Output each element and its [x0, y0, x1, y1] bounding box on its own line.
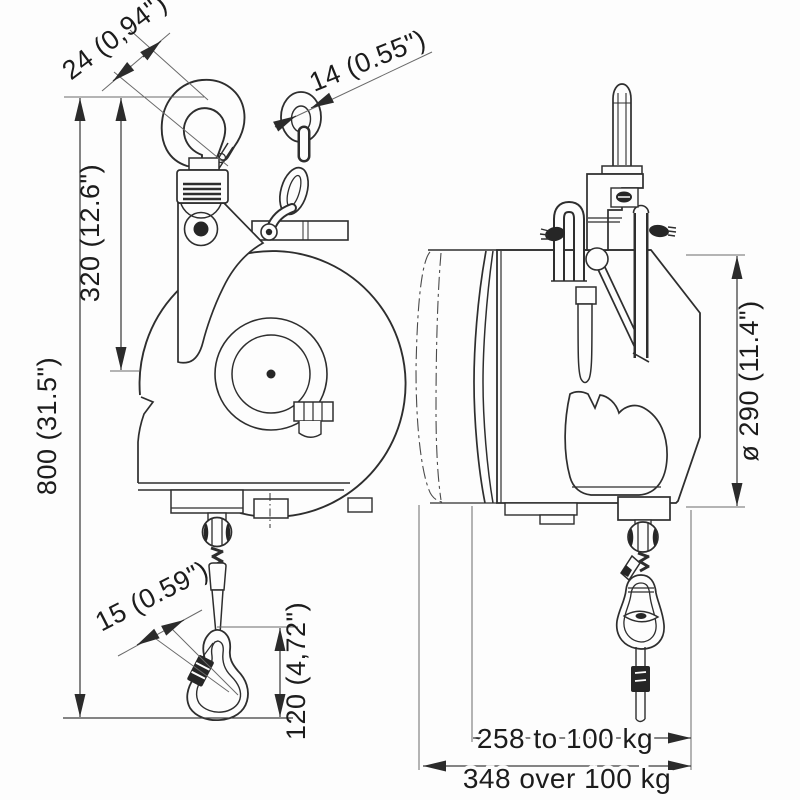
- deep-drum-phantom-inner: [435, 252, 442, 501]
- arrow-15-a: [136, 628, 160, 646]
- drum-hub-ring: [231, 334, 311, 414]
- drum-housing-circle: [138, 250, 407, 518]
- mounting-bracket: [539, 83, 677, 271]
- suspension-bracket-blade: [177, 202, 265, 364]
- ext-depth: [418, 505, 692, 770]
- twisted-cable: [210, 546, 224, 568]
- label-290: ø 290 (11.4"): [734, 300, 764, 461]
- outlet-boss: [253, 498, 289, 519]
- swivel-shade-left: [203, 523, 209, 542]
- swivel-shade-left-side: [628, 528, 634, 547]
- arrow-24-a: [112, 62, 135, 82]
- pin-washer: [601, 165, 643, 175]
- housing-bottom-edge: [138, 482, 350, 491]
- bracket-bolt: [193, 221, 209, 237]
- cable-guide-pouch: [564, 390, 668, 496]
- cable-swage: [208, 562, 227, 591]
- side-view: [415, 83, 701, 723]
- carabiner-gate: [201, 642, 214, 659]
- sleeve-threads: [191, 662, 210, 680]
- leader-15: [117, 609, 239, 696]
- label-320: 320 (12.6"): [75, 164, 105, 302]
- arrow-15-b: [161, 619, 185, 636]
- hook-collar: [188, 157, 220, 171]
- top-plate-seam: [302, 221, 309, 240]
- slot-cap: [575, 286, 597, 305]
- swivel-shade-right: [225, 523, 231, 542]
- swivel-band: [628, 587, 654, 593]
- swivel-bearing-core: [635, 613, 647, 619]
- swivel-eye-inner: [623, 582, 657, 643]
- label-14: 14 (0.55"): [305, 24, 430, 98]
- pawl: [298, 421, 322, 438]
- housing-left-edge: [137, 396, 155, 483]
- right-bolt: [649, 224, 669, 238]
- label-120: 120 (4,72"): [281, 602, 311, 740]
- outlet-block: [617, 496, 671, 521]
- twisted-link-side: [637, 551, 650, 573]
- ratchet-teeth: [303, 402, 323, 421]
- side-swivel-assembly: [615, 496, 671, 723]
- bottom-tab-wide: [504, 502, 578, 516]
- housing-foot: [170, 489, 244, 514]
- drum-inner-ring: [214, 317, 328, 431]
- label-348: 348 over 100 kg: [463, 763, 671, 794]
- right-bolt-threads: [667, 226, 677, 237]
- label-800: 800 (31.5"): [32, 357, 62, 495]
- leader-14: [283, 51, 433, 123]
- pin-detail: [613, 93, 631, 165]
- ext-diameter: [686, 254, 745, 508]
- drum-rim-front: [482, 250, 494, 504]
- ball-swivel: [201, 516, 233, 548]
- front-view: [137, 79, 407, 722]
- chain-bar-cut: [632, 352, 650, 363]
- side-chain: [551, 200, 650, 363]
- pivot-pin: [585, 247, 609, 271]
- chain-anchor-pin-center: [265, 228, 273, 236]
- right-tab: [347, 497, 373, 513]
- chain-diagonal-inner: [596, 261, 643, 352]
- latch-tab-shade: [621, 565, 632, 577]
- hook-block-knurl: [183, 182, 221, 201]
- arrow-14-a: [273, 115, 297, 132]
- chain-stirrup-inner: [555, 202, 583, 281]
- drum-rim-back: [473, 250, 487, 504]
- front-cable-assembly: [186, 512, 249, 722]
- bracket-flange-lines: [588, 217, 622, 223]
- cable-slot: [577, 303, 593, 384]
- arrow-14-b: [310, 92, 335, 109]
- hook-body: [160, 79, 246, 168]
- ferrule-ticks: [634, 671, 647, 682]
- label-258: 258 to 100 kg: [477, 723, 653, 754]
- bottom-tab-step: [539, 514, 575, 525]
- drum-axis-dot: [266, 369, 276, 379]
- label-15: 15 (0.59"): [90, 555, 213, 637]
- ball-swivel-slot: [211, 519, 223, 546]
- chain-link-2-inner: [286, 174, 302, 208]
- ball-slot-side: [637, 523, 649, 551]
- suspension-chain: [260, 91, 322, 241]
- deep-drum-phantom-back: [415, 251, 443, 503]
- bracket-bolt-hole: [183, 211, 219, 247]
- top-hook: [160, 79, 246, 219]
- swivel-shade-right-side: [652, 528, 658, 547]
- cable-ferrule: [631, 666, 650, 692]
- arrow-24-b: [140, 40, 162, 61]
- ball-swivel-side: [627, 521, 659, 553]
- left-bolt: [545, 226, 565, 242]
- hook-shank-pin: [612, 83, 632, 169]
- chain-bar-top: [632, 204, 650, 214]
- left-bolt-threads: [539, 228, 550, 240]
